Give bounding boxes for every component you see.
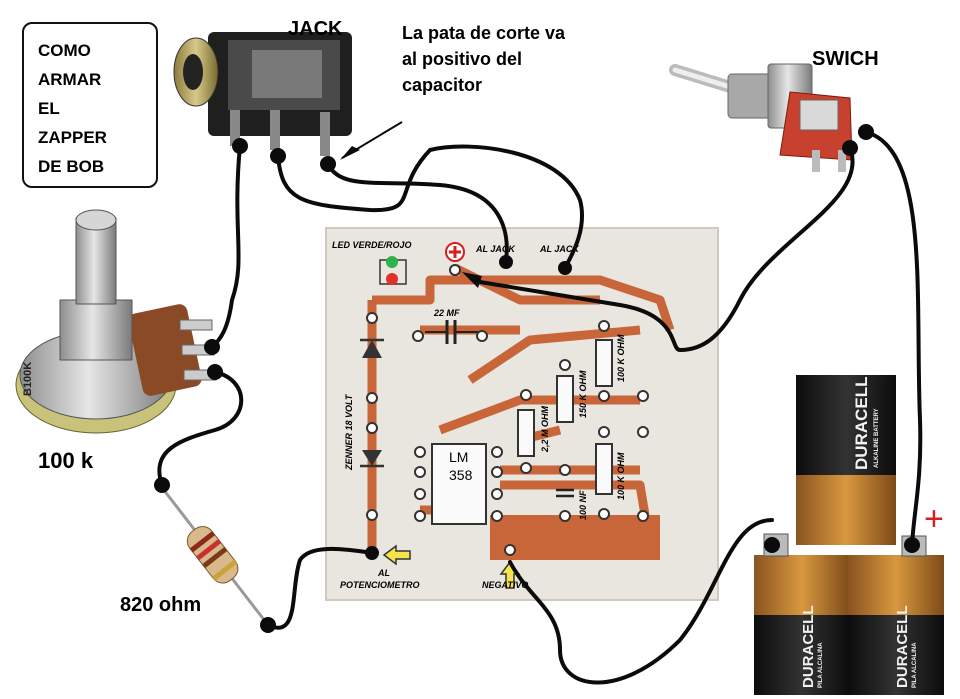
potentiometer-marking: B100K — [22, 361, 34, 396]
resistor-value: 820 ohm — [120, 594, 202, 616]
title-line: ZAPPER — [38, 128, 107, 147]
pcb-label-r-100k-top: 100 K OHM — [616, 334, 626, 382]
capacitor-22mf — [425, 320, 480, 344]
pcb-label-r-150k: 150 K OHM — [578, 370, 588, 418]
potentiometer — [15, 209, 217, 434]
pcb-label-led: LED VERDE/ROJO — [332, 240, 412, 250]
zener-diode-top — [360, 338, 384, 358]
resistor-100k-top — [595, 339, 613, 387]
jack-note-line-2: al positivo del — [402, 49, 523, 69]
battery-top — [796, 375, 896, 545]
jack-note-line-3: capacitor — [402, 75, 483, 95]
led-green — [386, 256, 398, 268]
pcb-label-potenciometro: POTENCIOMETRO — [340, 580, 420, 590]
battery-plus-sign: + — [924, 500, 944, 538]
potentiometer-value: 100 k — [38, 448, 94, 473]
wires — [157, 130, 923, 685]
resistor-100k-bottom — [595, 443, 613, 495]
jack-connector — [173, 32, 352, 156]
capacitor-100nf — [556, 488, 574, 498]
battery-left-label: PILA ALCALINA — [818, 642, 824, 688]
pcb-label-al: AL — [378, 568, 390, 578]
jack-label: JACK — [288, 18, 343, 40]
battery-top-brand: DURACELL — [852, 376, 871, 471]
switch-label: SWICH — [812, 48, 879, 70]
pcb-components — [360, 242, 649, 589]
wire-dots — [154, 124, 920, 633]
arrow-potenciometro — [382, 544, 411, 566]
resistor-2m2 — [517, 409, 535, 457]
pcb-label-100nf: 100 NF — [578, 490, 588, 520]
title-line: ARMAR — [38, 70, 102, 89]
pcb-label-r-2m: 2,2 M OHM — [540, 405, 550, 452]
battery-left — [754, 533, 850, 695]
title-line: EL — [38, 99, 60, 118]
ic-lm358 — [431, 443, 487, 525]
pcb-label-al-jack-2: AL JACK — [540, 244, 579, 254]
title-line: COMO — [38, 41, 91, 60]
pcb-label-ic-1: LM — [449, 449, 469, 465]
battery-left-brand: DURACELL — [800, 605, 817, 689]
pcb-label-negativo: NEGATIVO — [482, 580, 529, 590]
title-box: COMO ARMAR EL ZAPPER DE BOB — [22, 22, 158, 188]
ground-plane — [490, 515, 660, 560]
wire-arrowhead — [462, 272, 482, 288]
pcb-pads — [366, 264, 649, 522]
pcb-label-r-100k-bottom: 100 K OHM — [616, 452, 626, 500]
toggle-switch — [669, 63, 853, 172]
negative-pad — [504, 544, 516, 556]
zener-diode-bottom — [360, 450, 384, 468]
pcb-label-zener: ZENNER 18 VOLT — [344, 394, 354, 470]
pcb-label-ic-2: 358 — [449, 467, 473, 483]
resistor-820 — [158, 484, 270, 626]
battery-right-brand: DURACELL — [894, 605, 911, 689]
note-pointer-arrow — [340, 146, 360, 160]
pcb-label-22mf: 22 MF — [434, 308, 460, 318]
resistor-150k — [556, 375, 574, 423]
title-line: DE BOB — [38, 157, 105, 176]
jack-note-line-1: La pata de corte va — [402, 23, 566, 43]
pcb-label-al-jack-1: AL JACK — [476, 244, 515, 254]
battery-top-subtitle: ALKALINE BATTERY — [874, 408, 880, 468]
battery-right-label: PILA ALCALINA — [912, 642, 918, 688]
led-red — [386, 273, 398, 285]
